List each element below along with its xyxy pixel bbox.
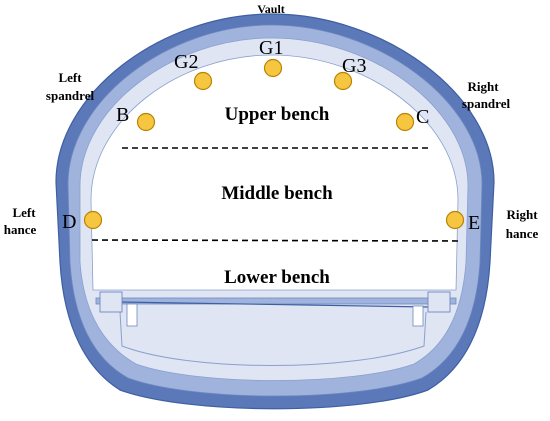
left-spandrel-label-line2: spandrel [46, 88, 95, 103]
point-c-marker [395, 112, 415, 132]
road-deck [95, 297, 457, 305]
point-b-label: B [116, 104, 129, 126]
point-g2-marker [193, 71, 213, 91]
vault-label: Vault [257, 2, 285, 16]
point-b-marker [136, 112, 156, 132]
road-surface-line [119, 301, 429, 308]
right-drain-slot [412, 305, 424, 327]
left-drain-slot [126, 303, 138, 327]
middle-bench-label: Middle bench [221, 183, 333, 204]
right-hance-label-line1: Right [506, 207, 538, 222]
left-hance-label-line2: hance [4, 222, 37, 237]
point-d-label: D [62, 211, 76, 233]
right-hance-label-line2: hance [506, 226, 539, 241]
right-spandrel-label-line1: Right [467, 79, 499, 94]
excavation-area [90, 54, 459, 291]
point-g3-marker [333, 71, 353, 91]
point-g1-label: G1 [259, 37, 283, 59]
point-g3-label: G3 [342, 55, 366, 77]
point-e-label: E [468, 212, 480, 234]
left-hance-label-line1: Left [12, 205, 36, 220]
point-d-marker [83, 210, 103, 230]
upper-bench-label: Upper bench [225, 104, 330, 125]
middle-lower-divider [91, 239, 459, 242]
left-drain [99, 291, 123, 313]
point-c-label: C [416, 106, 429, 128]
point-g1-marker [263, 58, 283, 78]
right-spandrel-label-line2: spandrel [462, 96, 511, 111]
lower-bench-label: Lower bench [224, 267, 330, 288]
point-e-marker [445, 210, 465, 230]
point-g2-label: G2 [174, 51, 198, 73]
right-drain [427, 291, 451, 313]
invert-arch [119, 311, 427, 366]
left-spandrel-label-line1: Left [58, 70, 82, 85]
